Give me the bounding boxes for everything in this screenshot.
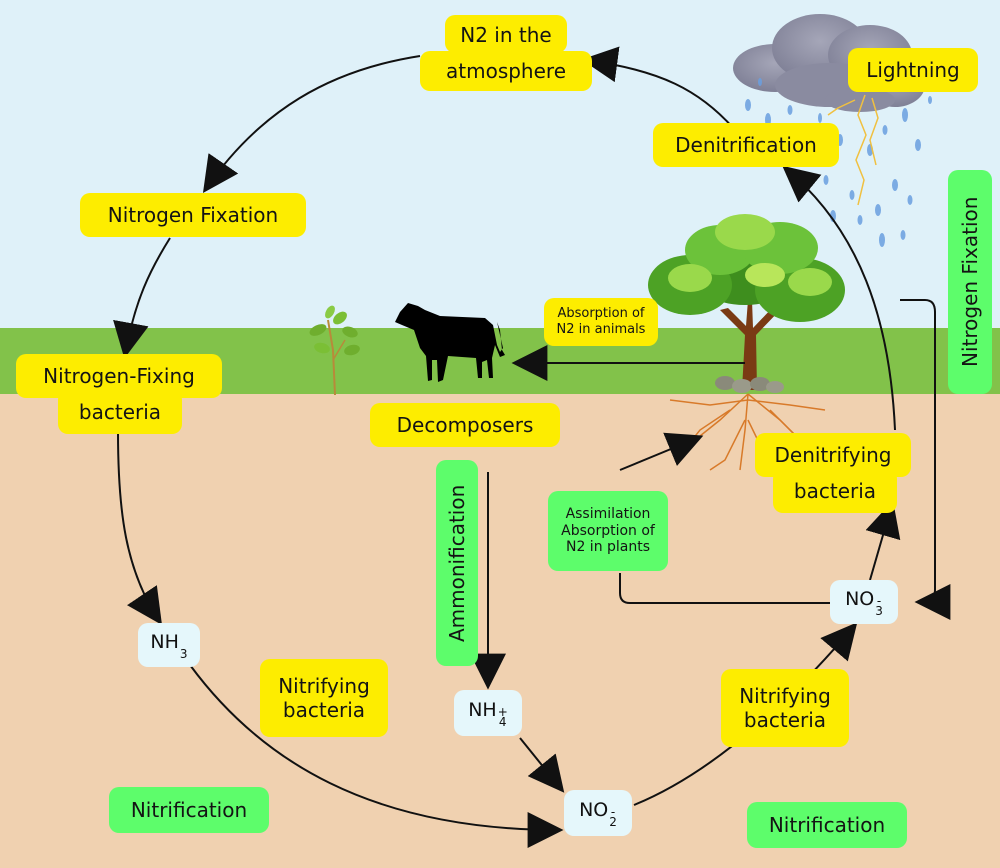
arrow-side-fixation-to-no3 [900, 299, 951, 620]
label-nitrifying-bacteria-right: Nitrifying bacteria [721, 669, 849, 747]
tree-roots-icon [669, 393, 826, 471]
label-absorption-animals: Absorption of N2 in animals [544, 298, 658, 346]
tree-icon [648, 214, 845, 393]
label-nfb-line2: bacteria [58, 390, 182, 434]
arrow-nh3-to-no2 [189, 664, 564, 848]
no2-sub: 2 [609, 815, 617, 829]
label-n2-line1: N2 in the [445, 15, 567, 53]
no2-sup: - [610, 805, 616, 819]
label-lightning: Lightning [848, 48, 978, 92]
cow-silhouette-icon [395, 303, 505, 382]
label-absorption-animals-line1: Absorption of [557, 306, 645, 322]
label-n2-atmosphere: N2 in the atmosphere [420, 14, 592, 92]
label-assimilation-line1: Assimilation [565, 505, 651, 522]
label-nbl-line2: bacteria [282, 698, 366, 722]
label-nitrification-right: Nitrification [747, 802, 907, 848]
label-assimilation: Assimilation Absorption of N2 in plants [548, 491, 668, 571]
label-decomposers: Decomposers [370, 403, 560, 447]
arrow-assimilation-to-roots [619, 432, 704, 471]
compound-nh3: NH 3 [138, 623, 200, 667]
label-denitrification: Denitrification [653, 123, 839, 167]
label-nbr-line1: Nitrifying [739, 684, 831, 708]
label-nitrification-left: Nitrification [109, 787, 269, 833]
label-nbl-line1: Nitrifying [278, 674, 370, 698]
arrow-to-n2 [581, 46, 736, 131]
lightning-bolt-icon [827, 94, 879, 206]
nh3-sub: 3 [179, 647, 188, 661]
compound-no2: NO-2 [564, 790, 632, 836]
compound-nh4: NH+4 [454, 690, 522, 736]
label-nbr-line2: bacteria [743, 708, 827, 732]
nh4-base: NH [468, 699, 497, 721]
arrow-n2-to-fixation [202, 55, 421, 193]
arrow-denitrifying-to-denitrification [782, 165, 896, 431]
label-nfb-line1: Nitrogen-Fixing [16, 354, 222, 398]
no3-sup: - [876, 594, 882, 608]
arrow-nh4-to-no2 [519, 737, 565, 793]
label-assimilation-line3: N2 in plants [565, 539, 651, 556]
nh3-base: NH [150, 631, 179, 653]
label-n2-line2: atmosphere [420, 51, 592, 91]
label-nitrogen-fixation-side: Nitrogen Fixation [948, 170, 992, 394]
nh4-sup: + [497, 705, 508, 719]
cycle-arrows [113, 46, 951, 848]
compound-no3: NO-3 [830, 580, 898, 624]
label-nitrogen-fixing-bacteria: Nitrogen-Fixing bacteria [16, 354, 222, 434]
label-nitrifying-bacteria-left: Nitrifying bacteria [260, 659, 388, 737]
no3-base: NO [845, 588, 875, 610]
no3-sub: 3 [875, 604, 883, 618]
small-plant-icon [309, 305, 360, 396]
line-assimilation-to-no3 [619, 573, 830, 604]
label-ammonification: Ammonification [436, 460, 478, 666]
label-denitrifying-bacteria: Denitrifying bacteria [755, 433, 911, 513]
label-assimilation-line2: Absorption of [561, 522, 655, 539]
arrow-bacteria-to-nh3 [117, 431, 163, 625]
label-db-line2: bacteria [773, 469, 897, 513]
arrow-no3-to-denitrifying [865, 500, 901, 581]
arrow-fixation-to-bacteria [113, 237, 171, 359]
label-absorption-animals-line2: N2 in animals [556, 322, 646, 337]
no2-base: NO [579, 799, 609, 821]
label-nitrogen-fixation-top: Nitrogen Fixation [80, 193, 306, 237]
nh4-sub: 4 [498, 715, 507, 729]
